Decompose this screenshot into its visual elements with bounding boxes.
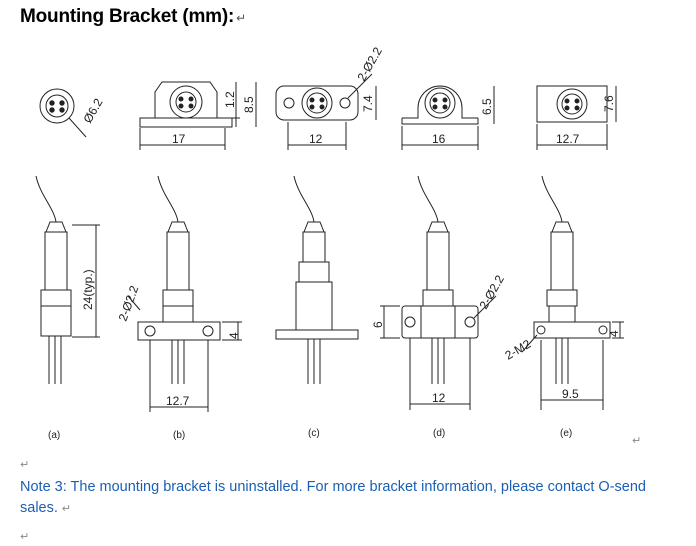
- label-a: (a): [48, 430, 60, 441]
- return-mark-blank-2: ↵: [20, 530, 30, 543]
- view-b-side: 2-Ø2.2 4 12.7: [116, 175, 242, 412]
- dim-e-side-threads: 2-M2: [503, 337, 534, 363]
- dim-a-side-length: 24(typ.): [81, 269, 95, 310]
- view-a-top: Ø6.2: [39, 88, 106, 138]
- dim-b-top-h2: 8.5: [242, 96, 256, 113]
- view-c-top: 2-Ø2.2 7.4 12: [275, 44, 385, 150]
- dim-e-top-height: 7.6: [602, 95, 616, 112]
- return-mark: ↵: [236, 11, 246, 25]
- dim-e-top-width: 12.7: [556, 132, 580, 146]
- dim-d-side-holes: 2-Ø2.2: [476, 272, 507, 311]
- view-a-side: 24(typ.): [35, 175, 100, 384]
- page-title: Mounting Bracket (mm):↵: [20, 6, 246, 28]
- return-mark-note: ↵: [61, 503, 72, 515]
- label-c: (c): [308, 428, 320, 439]
- view-c-side: [275, 175, 359, 384]
- view-d-side: 6 2-Ø2.2 12: [371, 175, 507, 410]
- view-e-side: 2-M2 4 9.5: [503, 175, 624, 410]
- dim-b-top-h1: 1.2: [223, 91, 237, 108]
- title-text: Mounting Bracket (mm):: [20, 6, 235, 27]
- return-mark-diagram: ↵: [632, 434, 642, 447]
- dim-e-side-height: 4: [607, 330, 621, 337]
- view-b-top: 17 1.2 8.5: [139, 81, 257, 150]
- dim-c-top-holes: 2-Ø2.2: [354, 44, 385, 83]
- dim-d-side-width: 12: [432, 391, 446, 405]
- dim-b-side-width: 12.7: [166, 394, 190, 408]
- note-paragraph: Note 3: The mounting bracket is uninstal…: [20, 477, 660, 520]
- dim-d-top-width: 16: [432, 132, 446, 146]
- dim-e-side-width: 9.5: [562, 387, 579, 401]
- dim-b-side-holes: 2-Ø2.2: [116, 283, 142, 323]
- dim-a-top-dia: Ø6.2: [80, 96, 105, 126]
- return-mark-blank-1: ↵: [20, 458, 30, 471]
- label-d: (d): [433, 428, 445, 439]
- view-d-top: 6.5 16: [401, 85, 495, 150]
- dim-c-top-width: 12: [309, 132, 323, 146]
- note-text: Note 3: The mounting bracket is uninstal…: [20, 479, 646, 516]
- dim-c-top-height: 7.4: [361, 95, 375, 112]
- dim-d-top-height: 6.5: [480, 98, 494, 115]
- label-e: (e): [560, 428, 572, 439]
- dim-b-side-height: 4: [227, 332, 241, 339]
- dim-d-side-height: 6: [371, 321, 385, 328]
- label-b: (b): [173, 430, 185, 441]
- dim-b-top-width: 17: [172, 132, 186, 146]
- mounting-bracket-diagram: Ø6.2 17 1.2 8.5 2-Ø2.2 7.4: [35, 44, 624, 441]
- view-e-top: 7.6 12.7: [536, 85, 617, 150]
